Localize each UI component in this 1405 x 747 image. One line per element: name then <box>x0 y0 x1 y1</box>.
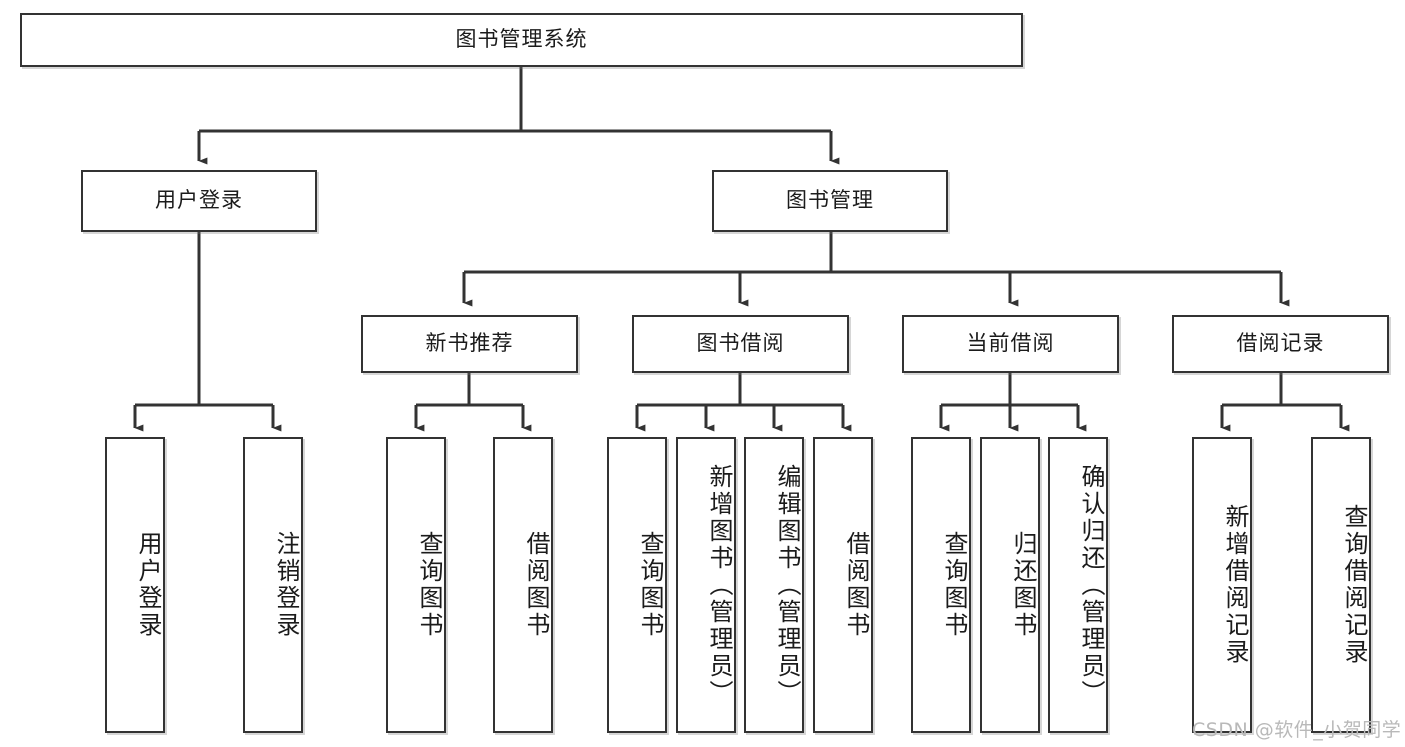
node-book-manage-label: 图书管理 <box>786 188 874 213</box>
node-leaf-add-record-label: 新增借阅记录 <box>1221 504 1249 666</box>
node-leaf-borrow-book-2-label: 借阅图书 <box>842 531 870 639</box>
node-leaf-return-book[interactable]: 归还图书 <box>980 437 1040 733</box>
node-leaf-confirm-return[interactable]: 确认归还（管理员） <box>1048 437 1108 733</box>
node-borrow-record[interactable]: 借阅记录 <box>1172 315 1389 373</box>
watermark-text: CSDN @软件_小贺同学 <box>1192 719 1402 741</box>
node-leaf-query-record[interactable]: 查询借阅记录 <box>1311 437 1371 733</box>
node-leaf-query-book-3[interactable]: 查询图书 <box>911 437 971 733</box>
node-leaf-edit-book-label: 编辑图书（管理员） <box>773 463 801 707</box>
node-leaf-borrow-book-1-label: 借阅图书 <box>522 531 550 639</box>
node-leaf-edit-book[interactable]: 编辑图书（管理员） <box>744 437 804 733</box>
node-current-borrow[interactable]: 当前借阅 <box>902 315 1119 373</box>
node-user-login[interactable]: 用户登录 <box>81 170 317 232</box>
node-root[interactable]: 图书管理系统 <box>20 13 1023 67</box>
node-leaf-add-book[interactable]: 新增图书（管理员） <box>676 437 736 733</box>
node-leaf-query-book-3-label: 查询图书 <box>940 531 968 639</box>
node-book-borrow[interactable]: 图书借阅 <box>632 315 849 373</box>
node-book-borrow-label: 图书借阅 <box>696 331 785 356</box>
node-leaf-add-book-label: 新增图书（管理员） <box>705 463 733 707</box>
node-new-book-rec-label: 新书推荐 <box>425 331 514 356</box>
node-book-manage[interactable]: 图书管理 <box>712 170 948 232</box>
node-leaf-query-book-2-label: 查询图书 <box>636 531 664 639</box>
node-leaf-query-book-1[interactable]: 查询图书 <box>386 437 446 733</box>
node-leaf-confirm-return-label: 确认归还（管理员） <box>1077 463 1105 707</box>
node-leaf-borrow-book-1[interactable]: 借阅图书 <box>493 437 553 733</box>
node-leaf-query-record-label: 查询借阅记录 <box>1340 504 1368 666</box>
node-borrow-record-label: 借阅记录 <box>1236 331 1325 356</box>
node-user-login-label: 用户登录 <box>155 188 243 213</box>
node-leaf-logout-label: 注销登录 <box>272 531 300 639</box>
node-root-label: 图书管理系统 <box>455 27 588 52</box>
node-leaf-user-login-label: 用户登录 <box>134 531 162 639</box>
node-leaf-logout[interactable]: 注销登录 <box>243 437 303 733</box>
node-leaf-query-book-2[interactable]: 查询图书 <box>607 437 667 733</box>
node-leaf-user-login[interactable]: 用户登录 <box>105 437 165 733</box>
node-new-book-rec[interactable]: 新书推荐 <box>361 315 578 373</box>
node-leaf-return-book-label: 归还图书 <box>1009 531 1037 639</box>
node-current-borrow-label: 当前借阅 <box>966 331 1055 356</box>
node-leaf-add-record[interactable]: 新增借阅记录 <box>1192 437 1252 733</box>
node-leaf-query-book-1-label: 查询图书 <box>415 531 443 639</box>
node-leaf-borrow-book-2[interactable]: 借阅图书 <box>813 437 873 733</box>
